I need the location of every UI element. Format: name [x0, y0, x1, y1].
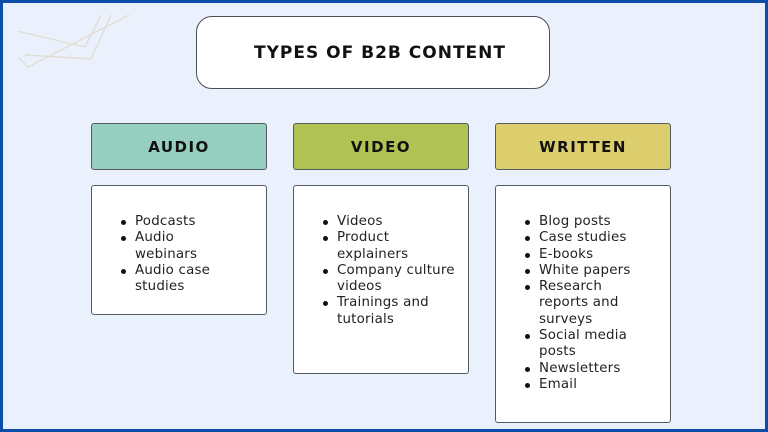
list-item: White papers — [525, 263, 666, 279]
decorative-lines-icon — [16, 14, 130, 68]
category-list-video: Videos Product explainers Company cultur… — [293, 185, 469, 374]
list-item: Product explainers — [323, 230, 427, 263]
list-item: Blog posts — [525, 214, 666, 230]
category-list-written: Blog posts Case studies E-books White pa… — [495, 185, 671, 423]
category-header-written: WRITTEN — [495, 123, 671, 170]
category-header-audio: AUDIO — [91, 123, 267, 170]
list-item: Social media posts — [525, 328, 644, 361]
list-item: E-books — [525, 247, 666, 263]
list-item: Newsletters — [525, 361, 666, 377]
list-item: Videos — [323, 214, 464, 230]
diagram-title: TYPES OF B2B CONTENT — [254, 42, 506, 63]
list-item: Research reports and surveys — [525, 279, 634, 328]
list-item: Case studies — [525, 230, 666, 246]
list-item: Trainings and tutorials — [323, 295, 452, 328]
list-item: Email — [525, 377, 666, 393]
category-label: WRITTEN — [539, 137, 627, 156]
category-label: VIDEO — [350, 137, 412, 156]
category-list-audio: Podcasts Audio webinars Audio case studi… — [91, 185, 267, 315]
title-box: TYPES OF B2B CONTENT — [196, 16, 550, 89]
list-item: Podcasts — [121, 214, 262, 230]
category-header-video: VIDEO — [293, 123, 469, 170]
list-item: Audio case studies — [121, 263, 230, 296]
list-item: Company culture videos — [323, 263, 457, 296]
category-label: AUDIO — [148, 137, 210, 156]
list-item: Audio webinars — [121, 230, 215, 263]
